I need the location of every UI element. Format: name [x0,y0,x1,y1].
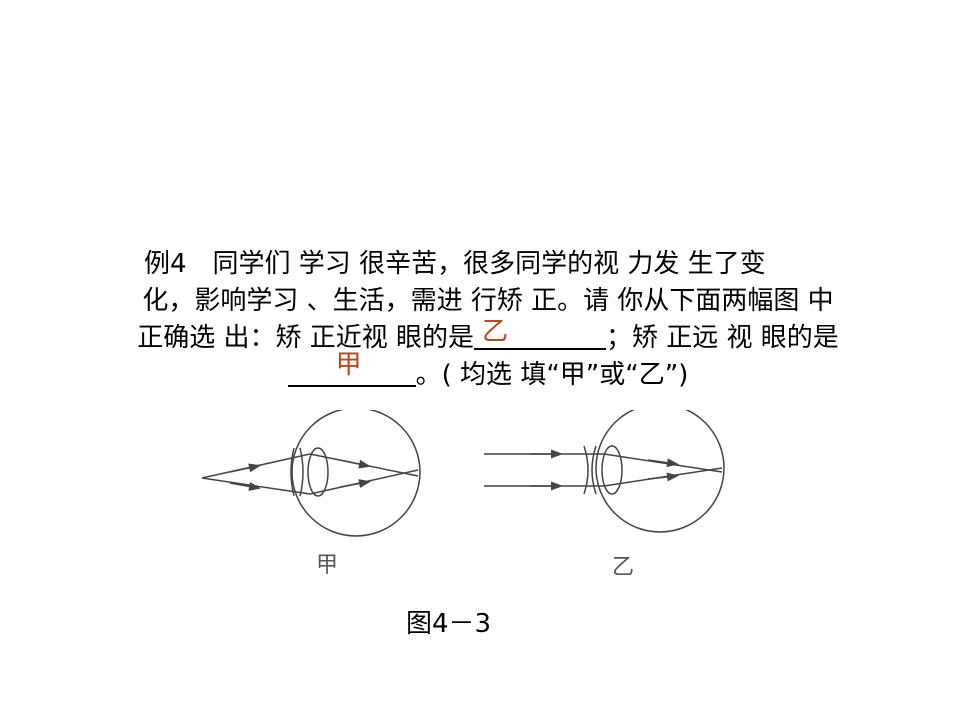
arrow-left-4 [339,479,371,489]
answer-blank-far: 甲 [287,350,416,387]
answer-blank-near: 乙 [474,317,606,350]
diagram-label-left: 甲 [316,553,338,578]
question-line-3-suffix: ；矫 正远 视 眼的是 [606,323,839,353]
question-line-4-suffix: 。( 均选 填“甲”或“乙”) [415,360,689,390]
correction-lens-right [583,445,597,495]
answer-far: 甲 [335,350,362,380]
answer-near: 乙 [482,317,509,347]
arrow-left-2 [229,481,261,491]
question-line-1: 例4 同学们 学习 很辛苦，很多同学的视 力发 生了变 [144,249,766,279]
arrow-right-4 [647,472,679,482]
diagram-label-right: 乙 [612,555,634,580]
eye-lens-right [601,445,623,495]
arrow-left-1 [229,463,261,473]
arrow-right-3 [647,458,679,468]
eye-lens-left [307,447,329,497]
diagram-left [201,410,421,537]
eyeball-right [595,410,725,533]
eye-diagrams: 甲 乙 [201,410,725,580]
ray-right-3 [603,453,723,473]
figure-caption: 图4－3 [406,609,492,639]
arrow-left-3 [339,459,371,469]
question-line-2: 化，影响学习 、生活，需进 行矫 正。请 你从下面两幅图 中 [142,286,834,316]
question-text: 例4 同学们 学习 很辛苦，很多同学的视 力发 生了变 化，影响学习 、生活，需… [78,246,898,394]
eyeball-left [291,410,421,537]
question-line-3: 正确选 出：矫 正近视 眼的是乙 ；矫 正远 视 眼的是 [78,317,898,357]
question-line-3-prefix: 正确选 出：矫 正近视 眼的是 [137,323,474,353]
diagram-right [484,410,725,533]
question-line-4: 甲 。( 均选 填“甲”或“乙”) [78,350,898,394]
